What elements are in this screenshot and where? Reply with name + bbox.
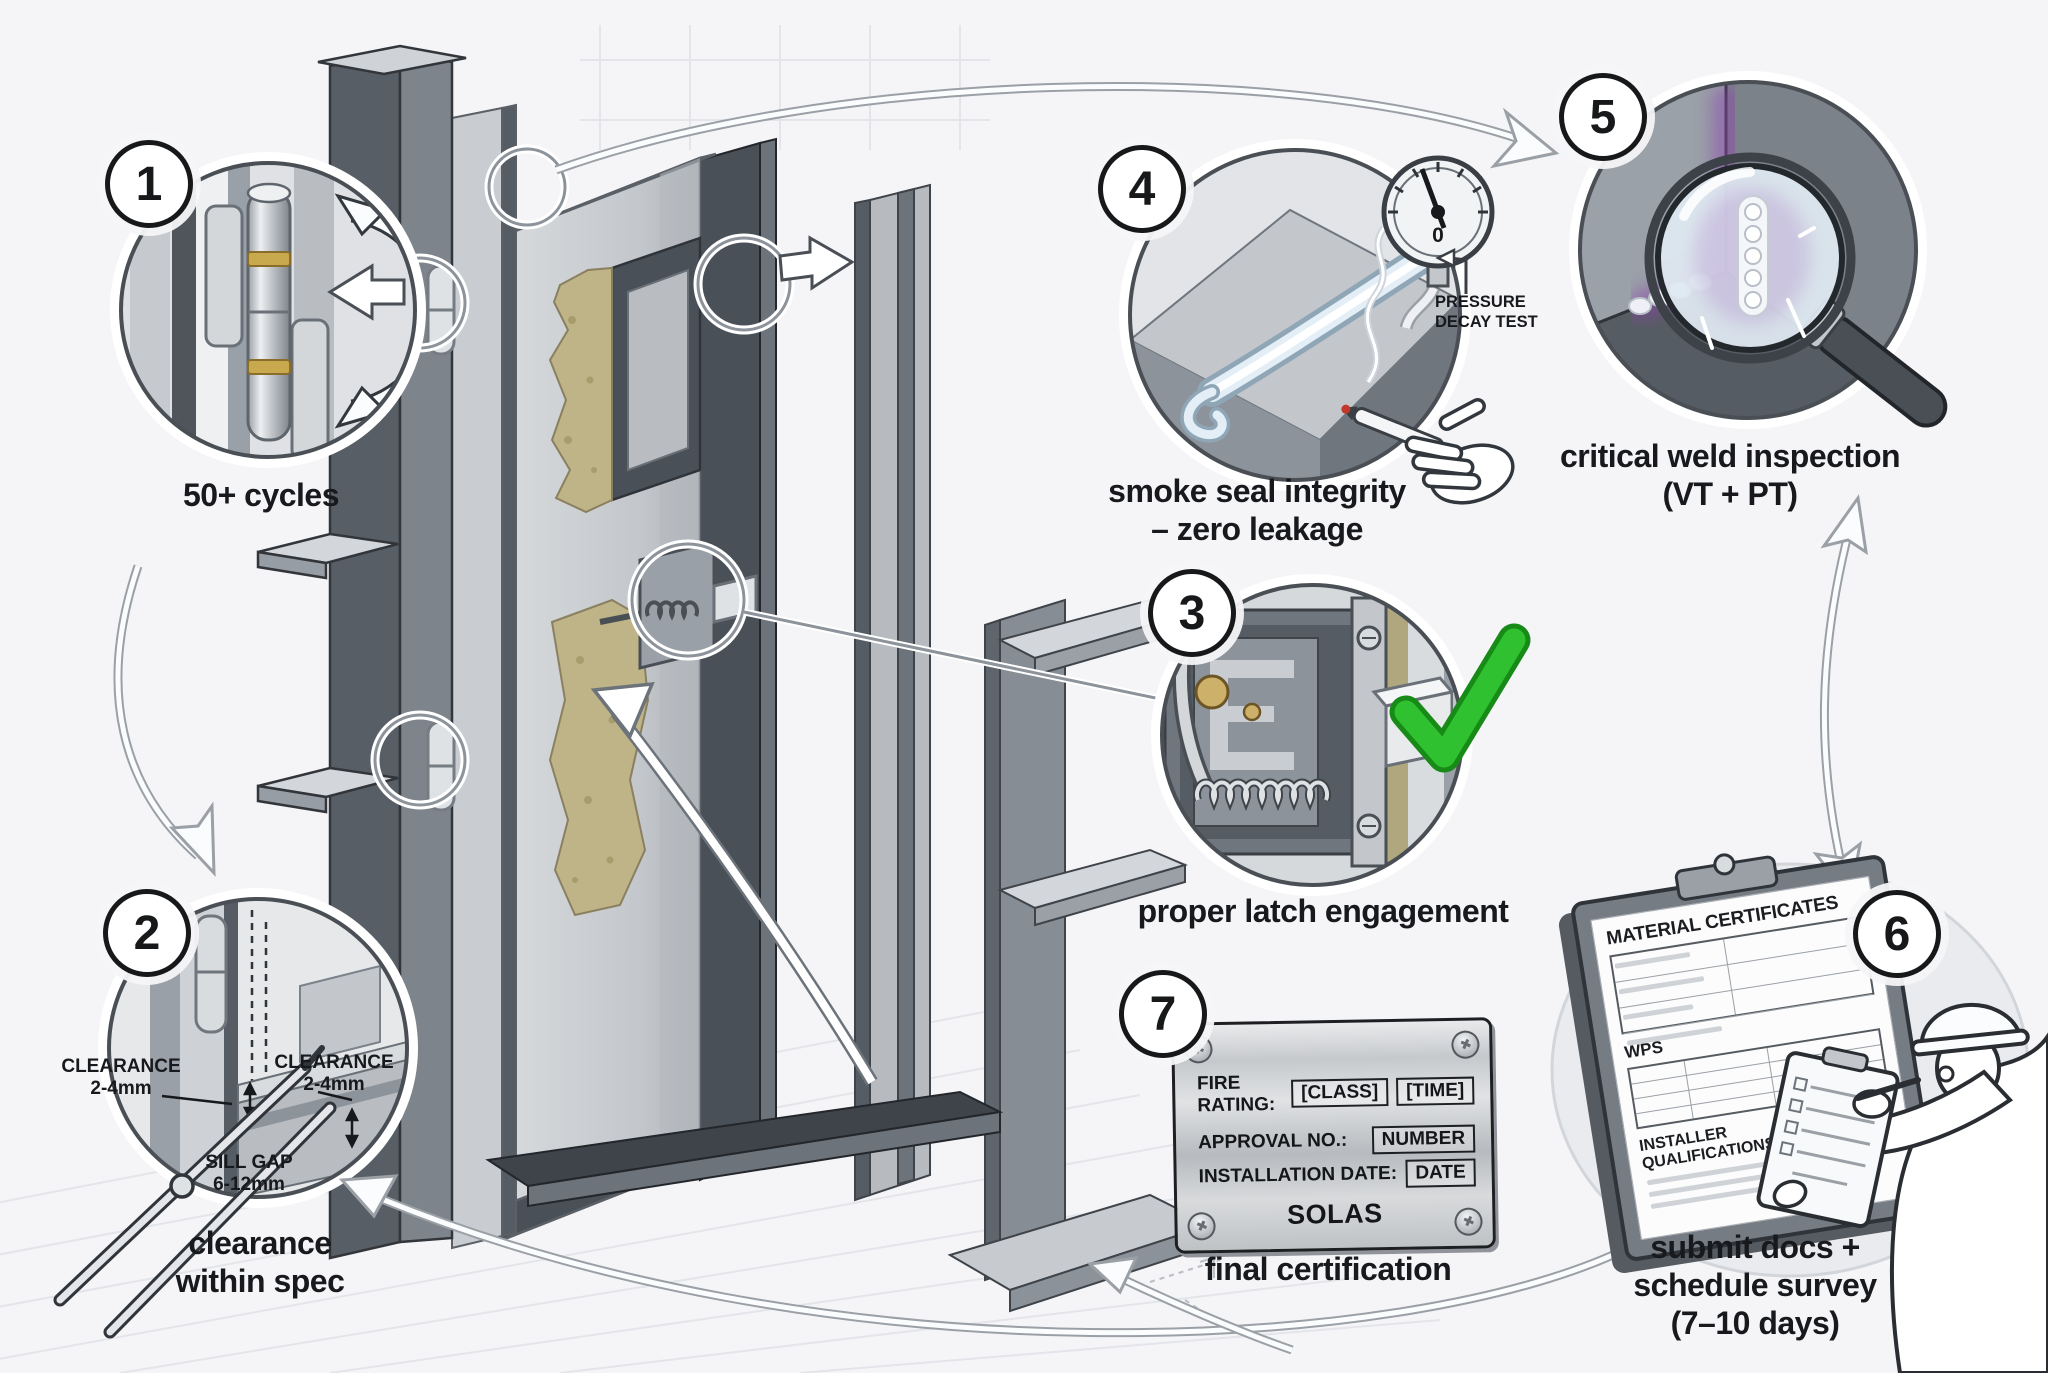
dimension-arrows (161, 1081, 360, 1149)
highlight-ring-latch (627, 539, 749, 661)
badge-number: 3 (1178, 586, 1206, 640)
cutaway-core (610, 236, 702, 502)
fire-rating-label: FIRE RATING: (1196, 1072, 1276, 1117)
connector-latch-to-c3 (743, 608, 1166, 704)
callout-3-badge: 3 (1148, 569, 1236, 657)
sill-gap-label: SILL GAP 6-12mm (205, 1152, 293, 1195)
clearance-right-label: CLEARANCE 2-4mm (274, 1052, 394, 1095)
smoke-wisp (1363, 225, 1387, 385)
fire-class-field: [CLASS] (1290, 1078, 1389, 1108)
approval-label: APPROVAL NO.: (1197, 1129, 1348, 1154)
caption-cycles: 50+ cycles (182, 477, 340, 513)
screw-icon: ✚ (1446, 1026, 1484, 1064)
door-sill (485, 1090, 1004, 1208)
fire-time-field: [TIME] (1395, 1076, 1475, 1106)
calipers-icon (53, 1045, 337, 1339)
callout-4-circle (1119, 139, 1515, 505)
caption-submit-docs: submit docs + schedule survey (7–10 days… (1633, 1229, 1877, 1341)
clearance-left-label: CLEARANCE 2-4mm (61, 1056, 181, 1099)
smoke-seal-icon (1180, 237, 1447, 443)
highlight-ring-frame-top (484, 144, 570, 230)
certification-plate: ✚ ✚ ✚ ✚ FIRE RATING: [CLASS] [TIME] APPR… (1171, 1017, 1496, 1254)
callout-5-badge: 5 (1559, 73, 1647, 161)
badge-number: 7 (1149, 987, 1177, 1041)
arrow-c7-to-sill (1086, 1256, 1294, 1355)
strike-jamb (854, 183, 931, 1202)
pressure-gauge-icon (1381, 155, 1495, 330)
pen-icon (1855, 1077, 1921, 1101)
badge-number: 5 (1589, 90, 1617, 144)
hard-hat-icon (1910, 1002, 2030, 1057)
installation-date-label: INSTALLATION DATE: (1198, 1162, 1398, 1188)
hand-icon (1404, 398, 1515, 505)
arrow-bottom-sweep (338, 1174, 1639, 1338)
seal-jamb (699, 137, 777, 1182)
hinge-detail-icon (204, 182, 330, 457)
arrow-top-to-c5 (554, 81, 1560, 175)
solas-standard-label: SOLAS (1286, 1198, 1383, 1230)
hinge-jamb (451, 103, 517, 1250)
arrow-hinge-to-c1 (327, 263, 406, 321)
callout-6-badge: 6 (1853, 890, 1941, 978)
caption-latch: proper latch engagement (1137, 893, 1509, 929)
latch-mechanism-icon (1163, 608, 1372, 856)
check-icon (1389, 623, 1531, 773)
caption-smoke-seal: smoke seal integrity – zero leakage (1108, 473, 1406, 547)
callout-1-circle (110, 152, 426, 468)
magnifier-icon (1644, 152, 1948, 428)
inspector-figure (1756, 1002, 2048, 1373)
arrow-c1-to-c2 (113, 564, 216, 877)
strike-faceplate (1350, 596, 1388, 868)
smoke-pencil-icon (1341, 398, 1515, 505)
approval-field: NUMBER (1371, 1124, 1476, 1155)
badge-number: 6 (1883, 907, 1911, 961)
badge-number: 2 (133, 906, 161, 960)
callout-5-circle (1569, 71, 1948, 429)
badge-number: 1 (135, 157, 163, 211)
callout-1-badge: 1 (105, 140, 193, 228)
highlight-rings (370, 144, 795, 810)
callout-2-badge: 2 (103, 889, 191, 977)
badge-number: 4 (1128, 162, 1156, 216)
highlight-ring-seal-corner (693, 233, 795, 335)
gauge-reading: 0 (1432, 224, 1444, 247)
callout-3-circle (1151, 574, 1531, 896)
arrow-plate-to-leaf (590, 681, 878, 1086)
installation-date-field: DATE (1405, 1158, 1476, 1188)
caption-weld-inspection: critical weld inspection (VT + PT) (1559, 438, 1901, 512)
arrow-seal-to-c4 (778, 235, 855, 291)
mineral-wool (548, 266, 650, 917)
flow-arrows (113, 81, 1868, 1355)
arrow-c5-to-c6 (1812, 494, 1868, 902)
caption-final-certification: final certification (1204, 1251, 1452, 1287)
highlight-ring-hinge-bottom (370, 710, 470, 810)
callout-7-badge: 7 (1119, 970, 1207, 1058)
gauge-label-connector (1435, 247, 1468, 294)
latch-icon (599, 540, 758, 670)
callout-4-badge: 4 (1098, 145, 1186, 233)
caption-clearance: clearance within spec (175, 1225, 345, 1299)
pressure-decay-label: PRESSURE DECAY TEST (1435, 293, 1538, 331)
inspector-hand (1772, 1179, 1808, 1209)
